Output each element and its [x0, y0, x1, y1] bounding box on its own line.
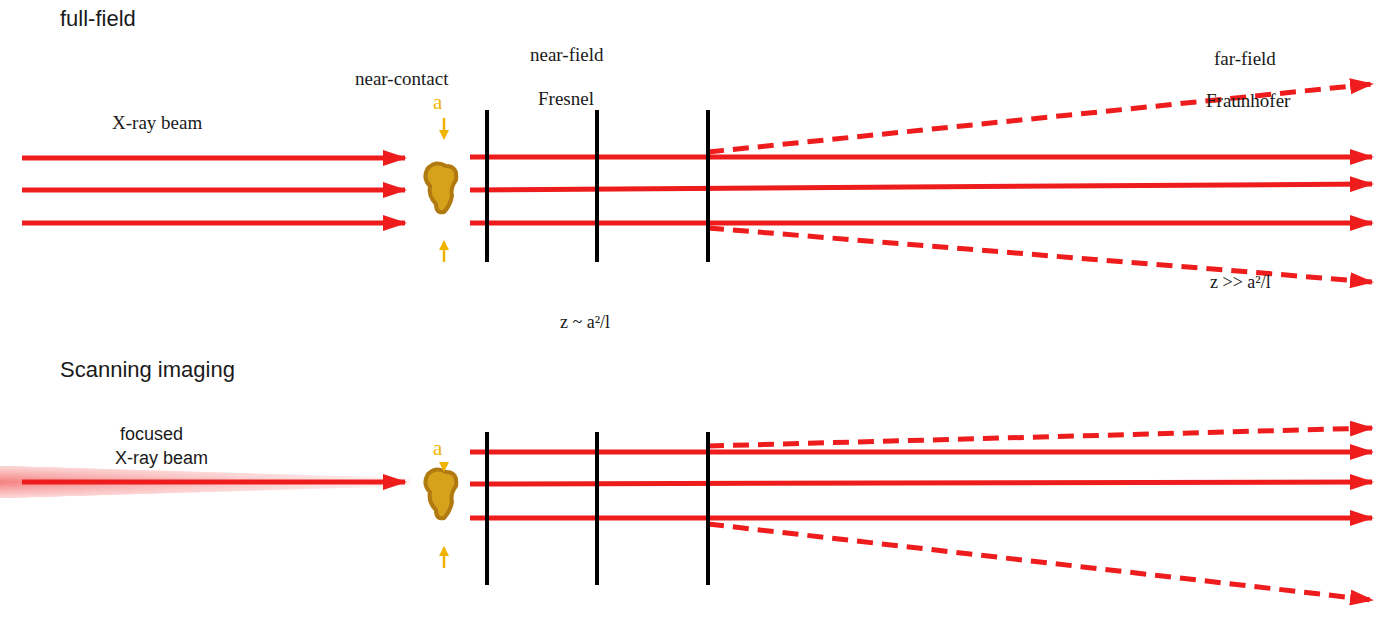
distance-label: z >> a²/l — [1210, 272, 1271, 293]
distance-label: z ~ a²/l — [560, 312, 610, 333]
region-label: near-field — [530, 44, 603, 66]
section-title: full-field — [60, 6, 136, 31]
size-label: a — [433, 90, 442, 114]
region-label: far-field — [1214, 48, 1276, 70]
region-label: Fraunhofer — [1206, 90, 1290, 112]
beam-label: X-ray beam — [112, 112, 202, 134]
section-title: Scanning imaging — [60, 357, 235, 382]
size-label: a — [433, 436, 442, 460]
beam-label: X-ray beam — [115, 448, 208, 469]
region-label: near-contact — [355, 68, 449, 90]
beam-label: focused — [120, 424, 183, 445]
region-label: Fresnel — [538, 88, 594, 110]
